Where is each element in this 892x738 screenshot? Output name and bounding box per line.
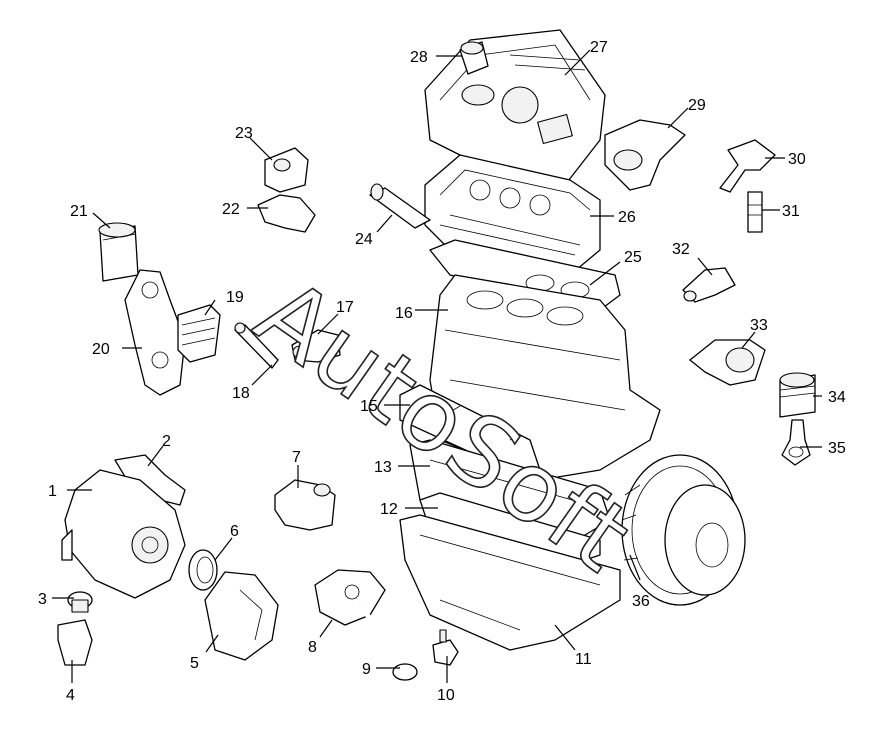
ignition-coil-part xyxy=(719,139,776,193)
callout-19: 19 xyxy=(226,289,244,306)
callout-1: 1 xyxy=(48,483,57,500)
throttle-part xyxy=(689,339,766,386)
callout-28: 28 xyxy=(410,49,428,66)
callout-30: 30 xyxy=(788,151,806,168)
oil-filter-part xyxy=(98,222,139,282)
oil-level-sensor-part xyxy=(432,629,459,666)
oil-pan-part xyxy=(399,514,621,651)
callout-16: 16 xyxy=(395,305,413,322)
callout-labels: 1 2 3 4 5 6 7 8 9 10 11 12 13 15 16 17 1… xyxy=(38,39,846,704)
bracket-22-part xyxy=(257,194,316,233)
callout-24: 24 xyxy=(355,231,373,248)
head-gasket-part xyxy=(429,239,621,311)
camshaft-part xyxy=(369,183,431,229)
callout-27: 27 xyxy=(590,39,608,56)
callout-33: 33 xyxy=(750,317,768,334)
callout-13: 13 xyxy=(374,459,392,476)
oil-pickup-pipe-part xyxy=(358,603,418,681)
callout-9: 9 xyxy=(362,661,371,678)
callout-34: 34 xyxy=(828,389,846,406)
sensor-17-part xyxy=(291,329,341,363)
callout-8: 8 xyxy=(308,639,317,656)
thermostat-housing-part xyxy=(604,119,686,191)
callout-32: 32 xyxy=(672,241,690,258)
sensor-32-part xyxy=(682,267,736,303)
engine-mount-23-part xyxy=(264,147,309,193)
connecting-rod-part xyxy=(781,419,811,466)
oil-cap-part xyxy=(459,41,489,75)
callout-25: 25 xyxy=(624,249,642,266)
leader-lines xyxy=(52,49,822,683)
callout-22: 22 xyxy=(222,201,240,218)
callout-21: 21 xyxy=(70,203,88,220)
flywheel-clutch-part xyxy=(621,454,746,606)
callout-5: 5 xyxy=(190,655,199,672)
callout-18: 18 xyxy=(232,385,250,402)
tensioner-arm-part xyxy=(234,322,279,369)
callout-17: 17 xyxy=(336,299,354,316)
oil-cooler-part xyxy=(177,304,221,363)
callout-35: 35 xyxy=(828,440,846,457)
vacuum-pump-part xyxy=(274,479,336,531)
callout-36: 36 xyxy=(632,593,650,610)
callout-23: 23 xyxy=(235,125,253,142)
callout-12: 12 xyxy=(380,501,398,518)
callout-15: 15 xyxy=(360,398,378,415)
plug-3-part xyxy=(67,591,93,613)
callout-3: 3 xyxy=(38,591,47,608)
callout-6: 6 xyxy=(230,523,239,540)
callout-7: 7 xyxy=(292,449,301,466)
water-pump-part xyxy=(61,469,186,599)
callout-4: 4 xyxy=(66,687,75,704)
seal-6-part xyxy=(188,549,218,591)
callout-10: 10 xyxy=(437,687,455,704)
timing-cover-part xyxy=(204,571,279,661)
spark-plug-part xyxy=(747,191,763,233)
callout-11: 11 xyxy=(575,651,592,668)
oil-pump-part xyxy=(314,569,386,626)
piston-part xyxy=(779,372,816,418)
callout-29: 29 xyxy=(688,97,706,114)
crankshaft-part xyxy=(399,384,541,476)
callout-31: 31 xyxy=(782,203,800,220)
callout-26: 26 xyxy=(618,209,636,226)
sensor-4-part xyxy=(57,619,93,666)
oil-filter-housing-part xyxy=(124,269,186,396)
callout-20: 20 xyxy=(92,341,110,358)
callout-2: 2 xyxy=(162,433,171,450)
